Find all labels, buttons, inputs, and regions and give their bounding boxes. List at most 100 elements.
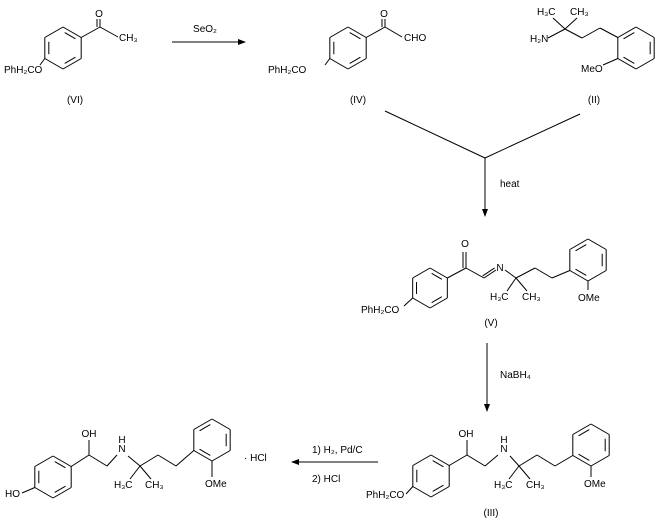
methyl-left: H₃C bbox=[537, 7, 556, 18]
double-bond bbox=[482, 267, 495, 277]
bond bbox=[70, 454, 90, 467]
ring-bond bbox=[347, 26, 367, 38]
bond bbox=[324, 58, 331, 66]
bond bbox=[551, 270, 571, 279]
aromatic-double-bond bbox=[64, 32, 76, 40]
bond bbox=[99, 26, 119, 38]
aromatic-double-bond bbox=[623, 56, 635, 64]
bond bbox=[508, 465, 520, 480]
ring-bond bbox=[635, 58, 655, 70]
converge-line-right bbox=[484, 113, 581, 159]
aromatic-double-bond bbox=[575, 268, 587, 276]
methyl-left: H₃C bbox=[114, 480, 133, 491]
bond bbox=[106, 454, 118, 467]
reagent-hcl: 2) HCl bbox=[312, 474, 340, 485]
aldehyde-group: CHO bbox=[404, 33, 426, 44]
bond bbox=[405, 486, 414, 495]
aromatic-double-bond bbox=[199, 448, 211, 456]
reagent-nabh4: NaBH₄ bbox=[500, 370, 531, 381]
aromatic-double-bond bbox=[54, 461, 66, 469]
compound-IV: O CHO PhH₂CO (IV) bbox=[268, 9, 426, 106]
bond bbox=[465, 267, 485, 279]
carbonyl-oxygen: O bbox=[380, 9, 388, 20]
methoxy-group: OMe bbox=[584, 479, 606, 490]
ring-bond bbox=[617, 58, 637, 70]
compound-II: H₃C CH₃ H₂N MeO (II) bbox=[530, 7, 603, 106]
bond bbox=[602, 58, 619, 66]
bond bbox=[384, 26, 403, 38]
methyl-group: CH₃ bbox=[119, 33, 138, 44]
double-bond bbox=[483, 269, 497, 279]
reagent-heat: heat bbox=[500, 179, 520, 190]
bond bbox=[403, 297, 414, 307]
ring-bond bbox=[211, 450, 231, 462]
ring-bond bbox=[62, 26, 82, 38]
carbonyl-oxygen: O bbox=[95, 9, 103, 20]
bond bbox=[127, 455, 141, 467]
ring-bond bbox=[635, 26, 655, 38]
benzyloxy-group: PhH₂CO bbox=[268, 65, 307, 76]
bond bbox=[88, 454, 108, 467]
ring-bond bbox=[329, 58, 349, 70]
bond-lines bbox=[21, 17, 655, 499]
bond bbox=[504, 269, 517, 279]
methyl-left: H₃C bbox=[494, 480, 513, 491]
ring-bond bbox=[62, 58, 82, 70]
ring-bond bbox=[412, 486, 432, 498]
compound-III: OH H N H₃C CH₃ OMe PhH₂CO (III) bbox=[366, 429, 606, 519]
bond bbox=[518, 454, 538, 467]
amine-hydrogen: H bbox=[500, 435, 507, 446]
compound-label: (II) bbox=[588, 95, 600, 106]
ring-bond bbox=[211, 418, 231, 430]
bond bbox=[515, 267, 536, 279]
amine-hydrogen: H bbox=[118, 435, 125, 446]
aromatic-double-bond bbox=[54, 485, 66, 493]
amine-nitrogen: N bbox=[500, 444, 507, 455]
aromatic-double-bond bbox=[349, 56, 361, 64]
ring-bond bbox=[329, 26, 349, 38]
bond bbox=[39, 58, 46, 66]
ring-bond bbox=[587, 270, 607, 282]
ring-bond bbox=[44, 58, 64, 70]
reagent-seo2: SeO₂ bbox=[193, 24, 217, 35]
bond bbox=[466, 454, 486, 467]
phenol-hydroxy: HO bbox=[5, 489, 20, 500]
bond bbox=[365, 26, 386, 38]
compound-VI: O CH₃ PhH₂CO (VI) bbox=[4, 9, 138, 106]
ring-bond bbox=[193, 418, 213, 430]
aromatic-double-bond bbox=[623, 32, 635, 40]
ring-bond bbox=[347, 58, 367, 70]
aromatic-double-bond bbox=[349, 32, 361, 40]
benzyloxy-group: PhH₂CO bbox=[361, 305, 400, 316]
bond bbox=[518, 465, 531, 480]
methyl-right: CH₃ bbox=[526, 480, 545, 491]
benzyloxy-group: PhH₂CO bbox=[4, 65, 43, 76]
ring-bond bbox=[429, 297, 448, 309]
bond bbox=[564, 17, 578, 30]
methoxy-group: OMe bbox=[205, 479, 227, 490]
bond bbox=[554, 455, 574, 467]
ring-bond bbox=[52, 487, 72, 499]
benzyloxy-group: PhH₂CO bbox=[366, 490, 405, 501]
ring-bond bbox=[193, 450, 213, 462]
methyl-right: CH₃ bbox=[145, 480, 164, 491]
bond bbox=[534, 267, 553, 279]
bond bbox=[509, 455, 520, 467]
aromatic-double-bond bbox=[431, 272, 443, 280]
ring-bond bbox=[34, 455, 54, 467]
compound-label: (VI) bbox=[67, 95, 83, 106]
compound-label: (V) bbox=[484, 318, 497, 329]
bond bbox=[581, 27, 601, 39]
ring-bond bbox=[572, 423, 592, 435]
ring-bond bbox=[569, 270, 589, 282]
ring-bond bbox=[52, 455, 72, 467]
hydrochloride-salt: · HCl bbox=[244, 453, 267, 464]
aromatic-double-bond bbox=[575, 244, 587, 252]
methoxy-group: MeO bbox=[581, 64, 603, 75]
aromatic-double-bond bbox=[432, 484, 444, 492]
bond bbox=[80, 26, 101, 38]
bond bbox=[564, 28, 583, 39]
aromatic-double-bond bbox=[199, 424, 211, 432]
